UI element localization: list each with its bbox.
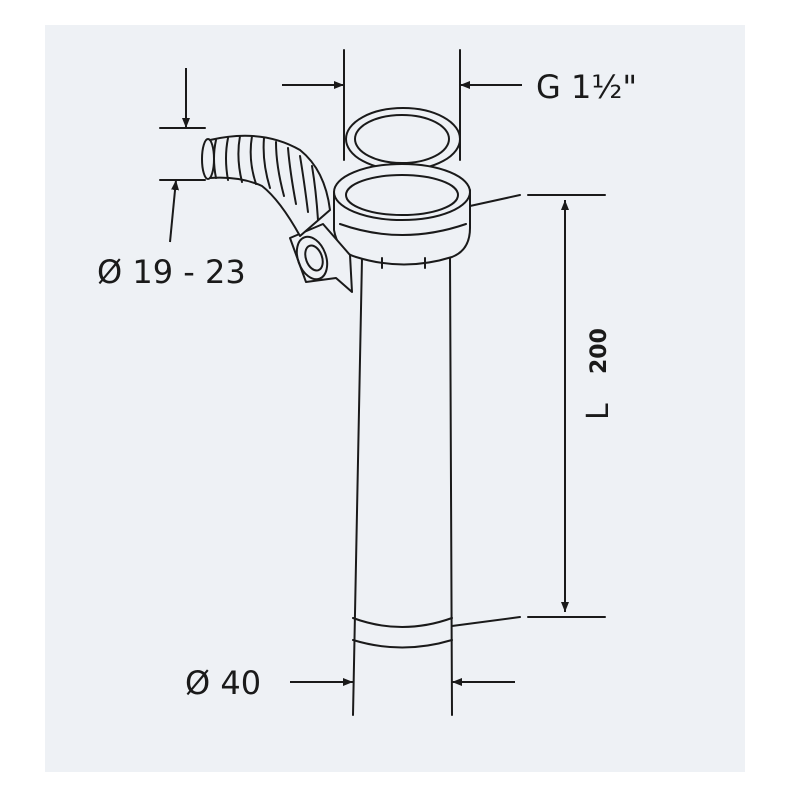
seal-ring-outer <box>345 107 461 171</box>
length-extension-top <box>469 194 521 207</box>
length-extension-bottom <box>451 616 521 627</box>
branch-socket-mouth <box>295 235 329 281</box>
hose-tail-end <box>201 138 215 180</box>
union-nut-top-inner <box>345 174 459 216</box>
hose-arrow-bottom <box>169 179 180 243</box>
pipe-diameter-label: Ø 40 <box>185 664 261 702</box>
length-dimension-label: L <box>581 403 616 420</box>
hose-diameter-label: Ø 19 - 23 <box>97 253 246 291</box>
length-value-label: 200 <box>587 328 612 374</box>
tube-bottom-band <box>352 617 453 649</box>
branch-socket-mouth-inner <box>304 244 324 272</box>
thread-dimension-label: G 1½" <box>536 68 637 106</box>
tube-body <box>352 257 453 716</box>
union-nut-facets <box>339 223 467 269</box>
union-nut-top <box>333 163 471 221</box>
